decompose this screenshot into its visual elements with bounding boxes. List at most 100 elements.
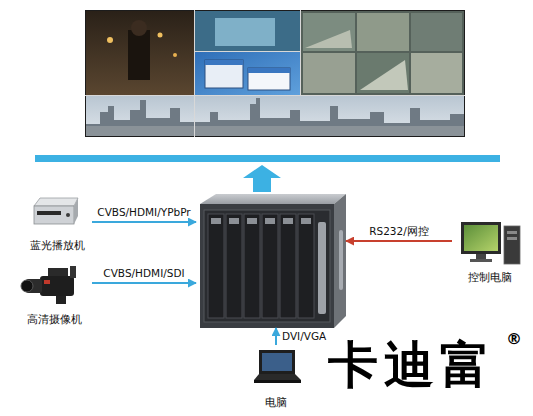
control-pc-icon-part [461, 222, 501, 254]
camcorder-icon-part [56, 296, 66, 304]
signal-arrow [92, 282, 196, 284]
source-device: 蓝光播放机 [22, 192, 92, 252]
signal-arrow [275, 328, 277, 345]
video-wall-part [360, 60, 408, 90]
signal-arrow [346, 240, 452, 242]
control-pc-icon-part [476, 254, 486, 259]
camcorder-icon [21, 266, 76, 304]
registered-mark: ® [506, 330, 522, 348]
video-wall [85, 10, 465, 137]
control-pc-icon-part [504, 226, 520, 264]
device-label: 控制电脑 [468, 271, 512, 284]
camcorder-icon-part [21, 280, 33, 292]
signal-label: RS232/网控 [369, 225, 429, 238]
signal-label: CVBS/HDMI/YPbPr [97, 206, 190, 219]
video-wall-part [248, 68, 290, 73]
camcorder-icon-part [48, 268, 68, 276]
device-label: 电脑 [265, 396, 287, 409]
video-wall-part [195, 52, 300, 95]
signal-arrow [92, 221, 196, 223]
matrix-chassis-part [301, 218, 311, 224]
laptop-icon-part [259, 350, 295, 374]
source-device: 电脑 [245, 345, 307, 409]
bluray-player-icon-part [34, 206, 74, 224]
matrix-chassis-part [208, 214, 224, 318]
video-wall-part [86, 11, 194, 95]
video-wall-part [411, 13, 462, 51]
bluray-player-icon-part [37, 211, 61, 215]
output-bar [35, 155, 500, 192]
video-wall-part [205, 60, 243, 65]
matrix-chassis-part [298, 214, 314, 318]
matrix-chassis-part [339, 230, 343, 290]
source-device: 高清摄像机 [16, 260, 92, 326]
matrix-chassis-part [229, 218, 239, 224]
brand-logo: 卡迪富 [328, 338, 496, 393]
control-pc-icon-part [507, 231, 517, 234]
matrix-chassis-part [334, 194, 346, 328]
video-wall-part [194, 10, 195, 137]
video-wall-part [411, 53, 462, 93]
control-pc-icon-part [464, 225, 498, 251]
video-wall-part [128, 30, 150, 80]
matrix-chassis-part [211, 218, 221, 224]
matrix-device [196, 194, 346, 328]
control-device: 控制电脑 [452, 216, 528, 284]
camcorder-icon-part [40, 276, 74, 296]
laptop-icon-part [254, 380, 301, 383]
output-bar-part [35, 155, 500, 162]
video-wall-part [300, 10, 301, 95]
video-wall-part [85, 95, 465, 96]
matrix-chassis-part [204, 210, 330, 322]
video-wall-part [86, 126, 464, 136]
video-wall-part [158, 33, 163, 38]
bluray-player-icon [34, 198, 78, 224]
bluray-player-icon-part [34, 198, 78, 206]
camcorder-icon-part [70, 266, 76, 278]
device-label: 高清摄像机 [27, 313, 82, 326]
video-wall-part [86, 96, 464, 136]
device-label: 蓝光播放机 [30, 239, 85, 252]
video-wall-part [86, 98, 464, 126]
bluray-player-icon-part [66, 213, 70, 217]
matrix-chassis-part [200, 204, 334, 328]
video-wall-part [107, 37, 113, 43]
video-wall-part [131, 20, 147, 36]
video-wall-part [173, 53, 177, 57]
matrix-chassis-part [265, 218, 275, 224]
matrix-chassis-part [318, 222, 326, 314]
matrix-chassis-part [244, 214, 260, 318]
output-bar-part [243, 165, 281, 192]
matrix-chassis-part [247, 218, 257, 224]
camcorder-icon-part [44, 280, 50, 284]
video-wall-part [85, 10, 465, 137]
video-wall-part [357, 53, 409, 93]
laptop-icon-part [254, 374, 301, 380]
video-wall-part [303, 13, 355, 51]
matrix-chassis [200, 194, 346, 328]
signal-label: CVBS/HDMI/SDI [103, 267, 184, 280]
video-wall-part [248, 68, 290, 90]
control-pc-icon-part [507, 237, 517, 240]
video-wall-part [195, 11, 300, 51]
control-pc-icon [461, 222, 520, 264]
control-pc-icon-part [470, 259, 492, 262]
laptop-icon-part [262, 353, 292, 371]
video-wall-part [205, 60, 243, 88]
video-wall-part [195, 51, 300, 52]
matrix-chassis-part [283, 218, 293, 224]
matrix-chassis-part [200, 194, 346, 204]
laptop-icon [254, 350, 301, 383]
matrix-chassis-part [226, 214, 242, 318]
matrix-chassis-part [262, 214, 278, 318]
video-wall-part [303, 53, 355, 93]
video-wall-part [357, 13, 409, 51]
bluray-player-icon-part [74, 198, 78, 224]
video-wall-part [301, 11, 464, 95]
video-wall-part [215, 18, 275, 46]
signal-label: DVI/VGA [282, 330, 326, 343]
matrix-chassis-part [280, 214, 296, 318]
video-wall-part [305, 30, 352, 48]
